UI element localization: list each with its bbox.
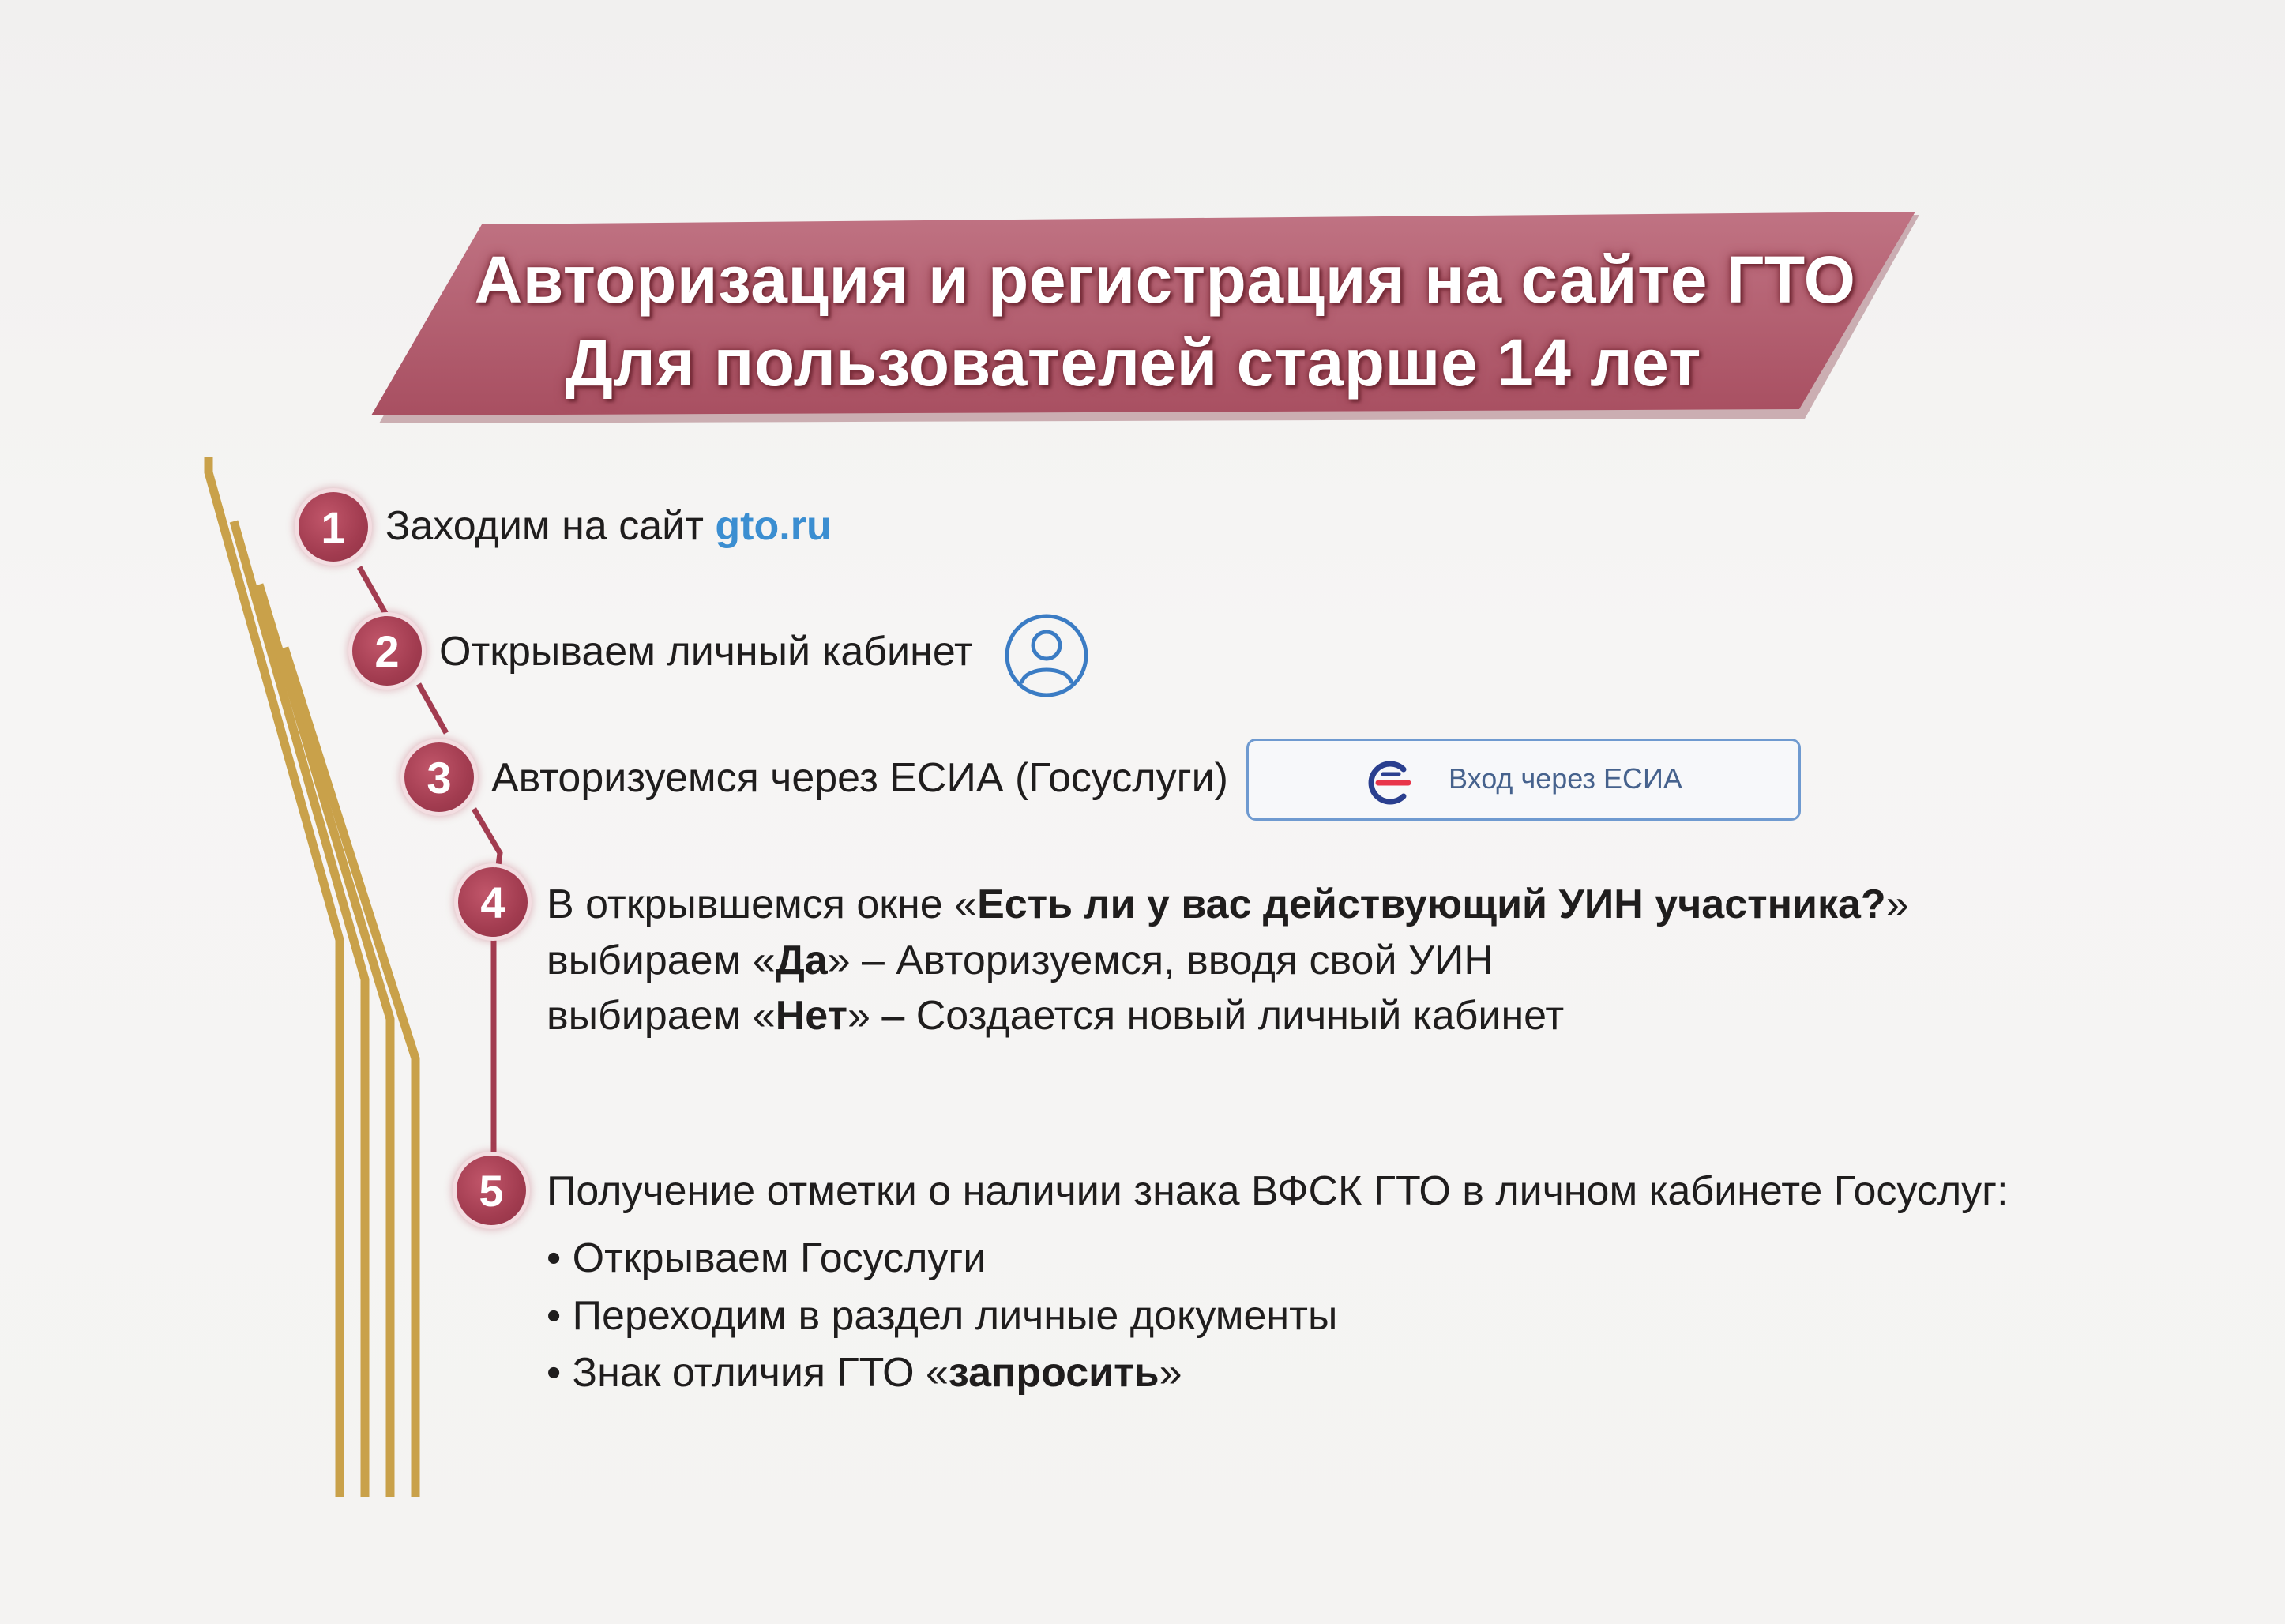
gto-link[interactable]: gto.ru (715, 503, 832, 549)
step-1-label: Заходим на сайт (385, 503, 716, 549)
step-4-line-3-post: » – Создается новый личный кабинет (847, 993, 1565, 1039)
esia-button-label: Вход через ЕСИА (1449, 762, 1682, 795)
step-4-no-option: Нет (775, 993, 847, 1039)
step-5-bullet-1: • Открываем Госуслуги (547, 1235, 986, 1282)
bullet-3-post: » (1159, 1350, 1182, 1396)
step-4-line-2-post: » – Авторизуемся, вводя свой УИН (827, 938, 1494, 983)
banner-shape (371, 212, 1919, 423)
bullet-3-request: запросить (948, 1350, 1159, 1396)
esia-logo-icon (1368, 761, 1411, 805)
title-line-1: Авторизация и регистрация на сайте ГТО (474, 242, 1856, 317)
step-4-line-2-pre: выбираем « (547, 938, 776, 983)
step-4-yes-option: Да (775, 938, 828, 983)
step-3-badge: 3 (404, 742, 474, 812)
step-5-bullet-2: • Переходим в раздел личные документы (547, 1292, 1337, 1340)
bullet-marker: • (547, 1235, 562, 1281)
step-5-bullet-3: • Знак отличия ГТО «запросить» (547, 1349, 1182, 1397)
step-4-badge: 4 (458, 867, 528, 937)
bullet-3-pre: Знак отличия ГТО « (572, 1350, 949, 1396)
bullet-marker: • (547, 1293, 562, 1339)
step-2-text: Открываем личный кабинет (439, 629, 973, 675)
user-profile-icon[interactable] (1003, 612, 1090, 699)
gold-stripes (204, 457, 420, 1497)
bullet-2-text: Переходим в раздел личные документы (572, 1293, 1338, 1339)
title-line-2: Для пользователей старше 14 лет (566, 325, 1701, 400)
bullet-marker: • (547, 1350, 562, 1396)
step-1-badge: 1 (299, 492, 368, 562)
step-4-line-3: выбираем «Нет» – Создается новый личный … (547, 992, 1564, 1039)
step-5-badge: 5 (457, 1156, 526, 1225)
step-2-badge: 2 (352, 616, 422, 686)
step-4-line-1: В открывшемся окне «Есть ли у вас действ… (547, 881, 1909, 928)
step-3-text: Авторизуемся через ЕСИА (Госуслуги) (491, 755, 1228, 801)
step-1-text: Заходим на сайт gto.ru (385, 502, 832, 550)
step-4-question: Есть ли у вас действующий УИН участника? (977, 882, 1886, 927)
step-5-text: Получение отметки о наличии знака ВФСК Г… (547, 1168, 2009, 1214)
esia-login-button[interactable]: Вход через ЕСИА (1246, 739, 1801, 821)
step-4-line-1-post: » (1885, 882, 1909, 927)
bullet-1-text: Открываем Госуслуги (572, 1235, 987, 1281)
title-banner: Авторизация и регистрация на сайте ГТО Д… (371, 212, 1927, 435)
step-4-line-1-pre: В открывшемся окне « (547, 882, 978, 927)
step-4-line-3-pre: выбираем « (547, 993, 776, 1039)
step-4-line-2: выбираем «Да» – Авторизуемся, вводя свой… (547, 937, 1494, 984)
